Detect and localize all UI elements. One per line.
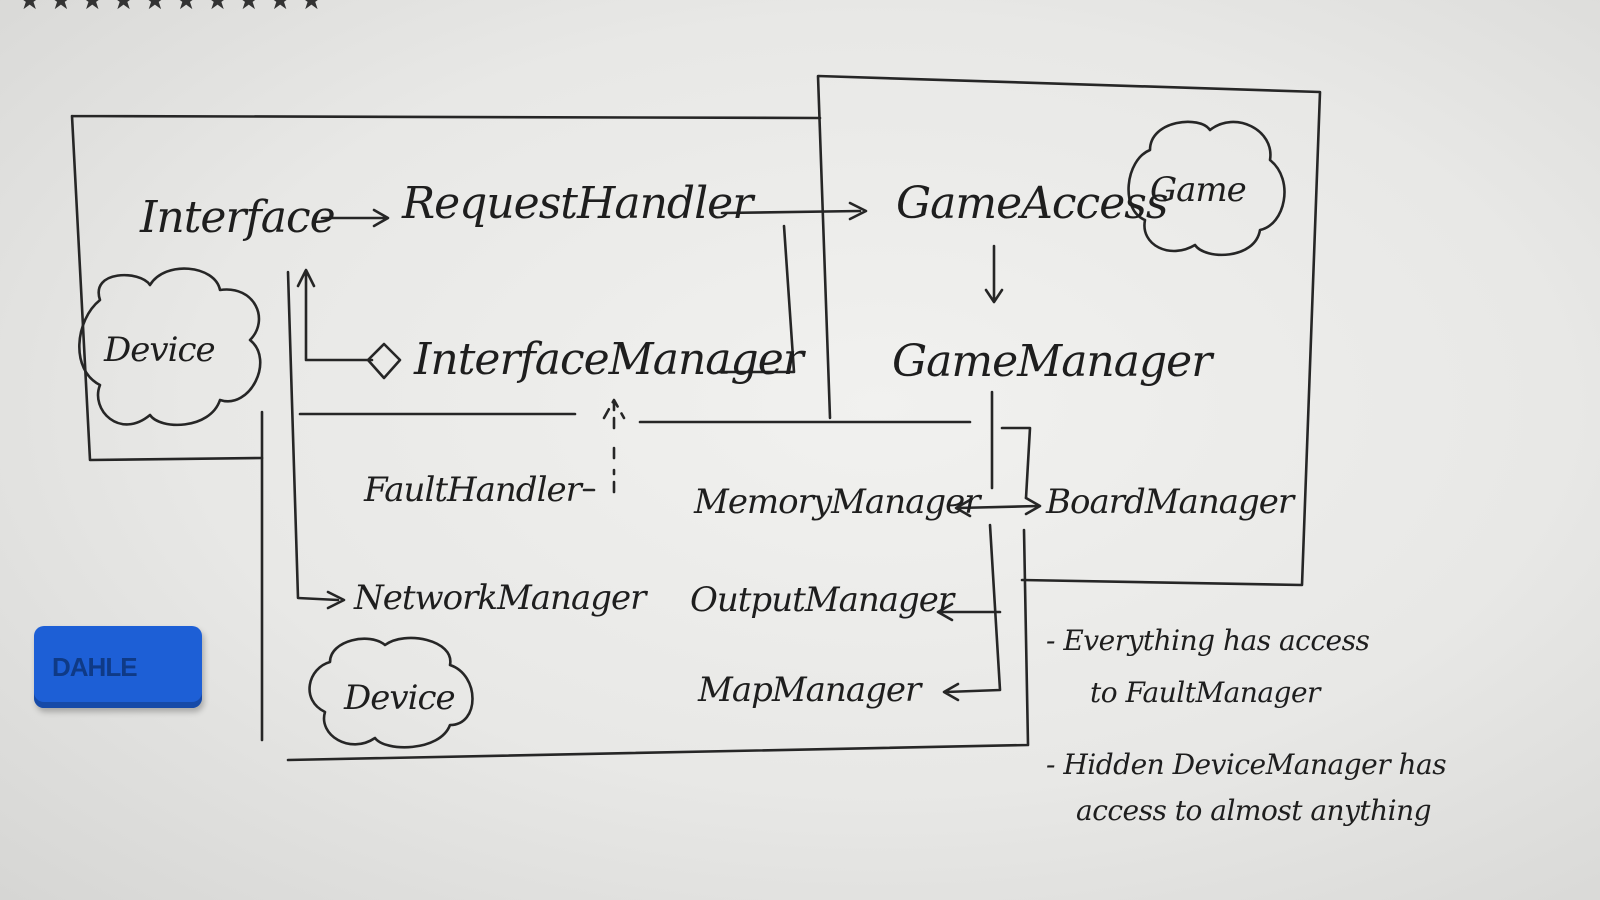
cloud-device-bottom xyxy=(308,636,474,749)
note-1-line-2: to FaultManager xyxy=(1090,676,1320,709)
output-manager-label: OutputManager xyxy=(690,580,954,620)
stars-decoration: ★★★★★★★★★★ xyxy=(18,0,332,16)
note-2-line-2: access to almost anything xyxy=(1076,794,1432,827)
note-1-line-1: - Everything has access xyxy=(1046,624,1370,657)
line-requesthandler-interfacemanager xyxy=(716,224,796,374)
cloud-game xyxy=(1127,120,1286,257)
interface-label: Interface xyxy=(140,192,336,243)
cloud-device-top xyxy=(78,267,262,427)
board-manager-label: BoardManager xyxy=(1046,482,1294,522)
memory-manager-label: MemoryManager xyxy=(694,482,980,522)
game-access-label: GameAccess xyxy=(896,178,1168,229)
eraser: DAHLE xyxy=(34,626,202,708)
device-top-label: Device xyxy=(104,330,216,370)
fault-handler-label: FaultHandler xyxy=(364,470,582,510)
arrow-interface-requesthandler xyxy=(320,208,390,228)
eraser-brand-label: DAHLE xyxy=(52,652,138,682)
arrow-memory-board xyxy=(954,496,1042,518)
lower-frame xyxy=(260,410,1030,762)
line-board-output-map xyxy=(936,523,1002,702)
device-bottom-label: Device xyxy=(344,678,456,718)
arrow-requesthandler-gameaccess xyxy=(720,201,868,221)
map-manager-label: MapManager xyxy=(698,670,921,710)
interface-frame xyxy=(70,114,822,462)
arrow-gameaccess-gamemanager xyxy=(984,244,1004,304)
diamond-shape xyxy=(366,342,402,380)
line-interface-networkmanager xyxy=(286,270,346,610)
line-gamemanager-boardmanager xyxy=(990,390,1032,500)
game-frame xyxy=(816,74,1322,587)
interface-manager-label: InterfaceManager xyxy=(414,334,804,385)
arrow-faulthandler-interfacemanager xyxy=(582,398,626,494)
note-2-line-1: - Hidden DeviceManager has xyxy=(1046,748,1447,781)
request-handler-label: RequestHandler xyxy=(402,178,753,229)
game-manager-label: GameManager xyxy=(892,336,1212,387)
link-interfacemanager-interface xyxy=(296,268,374,362)
network-manager-label: NetworkManager xyxy=(354,578,646,618)
game-label: Game xyxy=(1150,170,1247,210)
